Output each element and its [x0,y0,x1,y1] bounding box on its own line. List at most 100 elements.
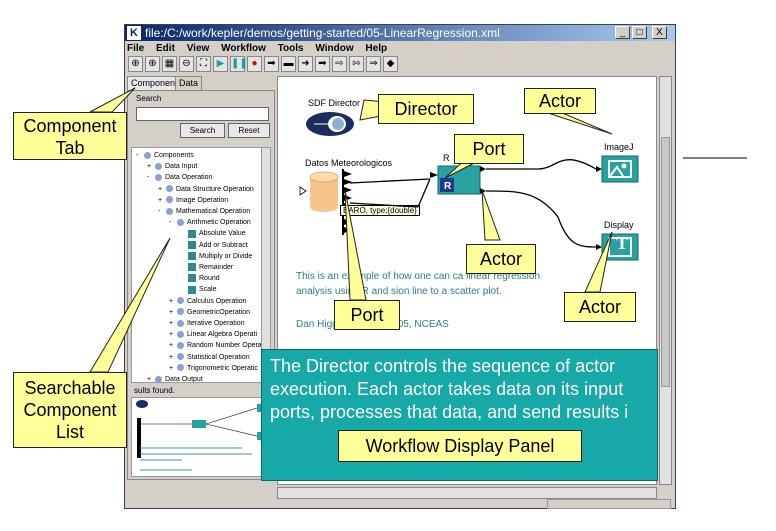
actor-icon [188,285,196,294]
title-bar: K file:/C:/work/kepler/demos/getting-sta… [125,25,675,41]
menu-workflow[interactable]: Workflow [221,43,266,54]
tree-item[interactable]: +Data Input [147,161,197,172]
pause-icon[interactable]: ❚❚ [230,56,248,72]
expand-toggle-icon[interactable]: + [147,163,152,171]
tree-item-label: Random Number Opera [187,342,262,350]
relation-icon[interactable]: ⇒ [366,56,381,72]
expand-toggle-icon[interactable]: + [169,308,174,316]
callout-director: Director [378,94,474,124]
input-port-icon[interactable]: ➜ [298,56,313,72]
tree-item[interactable]: +Data Structure Operation [158,184,254,195]
tree-item[interactable]: Remainder [180,262,233,273]
zoom-out-icon[interactable]: ⊖ [179,56,194,72]
menu-bar: File Edit View Workflow Tools Window Hel… [127,42,396,56]
expand-toggle-icon[interactable]: + [169,331,174,339]
zoom-in-alt-icon[interactable]: ⊕ [145,56,160,72]
menu-view[interactable]: View [186,43,210,54]
stop-icon[interactable]: ● [247,56,262,72]
search-input[interactable] [136,107,269,121]
menu-help[interactable]: Help [365,43,388,54]
vertical-scrollbar[interactable] [659,76,672,485]
diamond-icon[interactable]: ◆ [383,56,398,72]
expand-toggle-icon[interactable]: + [147,376,152,383]
callout-port-bottom: Port [334,300,400,330]
tree-item-label: Image Operation [176,196,229,204]
expand-toggle-icon[interactable]: - [158,208,161,215]
horizontal-scrollbar[interactable] [277,487,657,499]
port-tooltip: BARO, type:{double} [340,205,420,216]
arrow-right-icon[interactable]: ➡ [264,56,279,72]
folder-icon [166,185,173,193]
tab-data[interactable]: Data [175,76,203,90]
tree-item[interactable]: + Random Number Opera [169,340,262,351]
zoom-reset-icon[interactable]: ▦ [162,56,177,72]
minimize-button[interactable]: _ [615,26,630,39]
r-icon-letter: R [444,181,452,192]
maximize-button[interactable]: □ [632,26,647,39]
output-port-icon[interactable]: ➡ [315,56,330,72]
tree-item[interactable]: -Data Operation [147,172,212,183]
tree-item[interactable]: Add or Subtract [180,240,248,251]
run-icon[interactable]: ▶ [213,56,228,72]
io-port-icon[interactable]: ⇨ [332,56,347,72]
kepler-logo-icon: K [127,26,141,40]
folder-icon [155,375,162,382]
folder-icon [177,330,184,338]
expand-toggle-icon[interactable]: + [169,342,174,350]
imagej-actor-icon[interactable] [596,154,642,184]
display-icon-letter: T [616,233,629,253]
tree-scrollbar[interactable] [261,148,270,382]
tree-item-label: Trigonometric Operatic [187,364,258,372]
close-button[interactable]: X [652,26,667,39]
tree-item-label: Components [154,152,194,159]
multiport-icon[interactable]: ⇰ [349,56,364,72]
sdf-director-icon[interactable] [304,110,356,138]
tree-item-label: Statistical Operation [187,353,250,361]
tree-item-label: Add or Subtract [199,241,248,249]
status-field [547,499,671,509]
folder-icon [166,207,173,215]
reset-button[interactable]: Reset [228,123,270,138]
expand-toggle-icon[interactable]: + [169,297,174,305]
menu-tools[interactable]: Tools [277,43,304,54]
tree-item[interactable]: - Components [136,150,194,161]
tree-item[interactable]: +Calculus Operation [169,296,247,307]
expand-toggle-icon[interactable]: + [169,353,174,361]
menu-window[interactable]: Window [315,43,354,54]
search-button[interactable]: Search [180,123,225,138]
tree-item-label: Iterative Operation [187,320,245,327]
tree-item[interactable]: Round [180,273,220,284]
menu-edit[interactable]: Edit [156,43,175,54]
tree-item[interactable]: Multiply or Divide [180,251,252,262]
tree-item[interactable]: + Iterative Operation [169,318,245,329]
expand-toggle-icon[interactable]: + [158,185,163,193]
folder-icon [177,297,184,305]
zoom-in-icon[interactable]: ⊕ [128,56,143,72]
search-label: Search [136,94,162,103]
tree-item[interactable]: + Trigonometric Operatic [169,363,258,374]
tree-item[interactable]: -Mathematical Operation [158,206,250,217]
tree-item[interactable]: + Image Operation [158,195,228,206]
expand-toggle-icon[interactable]: - [169,219,172,227]
expand-toggle-icon[interactable]: - [147,174,150,182]
tree-item-label: Multiply or Divide [199,252,253,260]
expand-toggle-icon[interactable]: + [169,364,174,372]
folder-icon [155,162,162,170]
port-icon[interactable]: ▬ [281,56,296,72]
expand-toggle-icon[interactable]: - [136,152,139,159]
tree-item[interactable]: +GeometricOperation [169,307,250,318]
callout-port-top: Port [454,134,524,164]
tree-item[interactable]: Scale [180,284,217,295]
tree-item[interactable]: +Data Output [147,374,203,383]
zoom-fit-icon[interactable]: ⛶ [196,56,211,72]
actor-icon [188,251,196,260]
callout-workflow-panel: Workflow Display Panel [338,430,582,462]
tree-item[interactable]: +Linear Algebra Operati [169,329,257,340]
tree-item[interactable]: -Arithmetic Operation [169,217,251,228]
tree-item[interactable]: Absolute Value [180,228,246,239]
scroll-thumb[interactable] [661,137,670,387]
expand-toggle-icon[interactable]: + [169,320,174,327]
tree-item[interactable]: + Statistical Operation [169,352,250,363]
expand-toggle-icon[interactable]: + [158,196,163,204]
menu-file[interactable]: File [127,43,145,54]
